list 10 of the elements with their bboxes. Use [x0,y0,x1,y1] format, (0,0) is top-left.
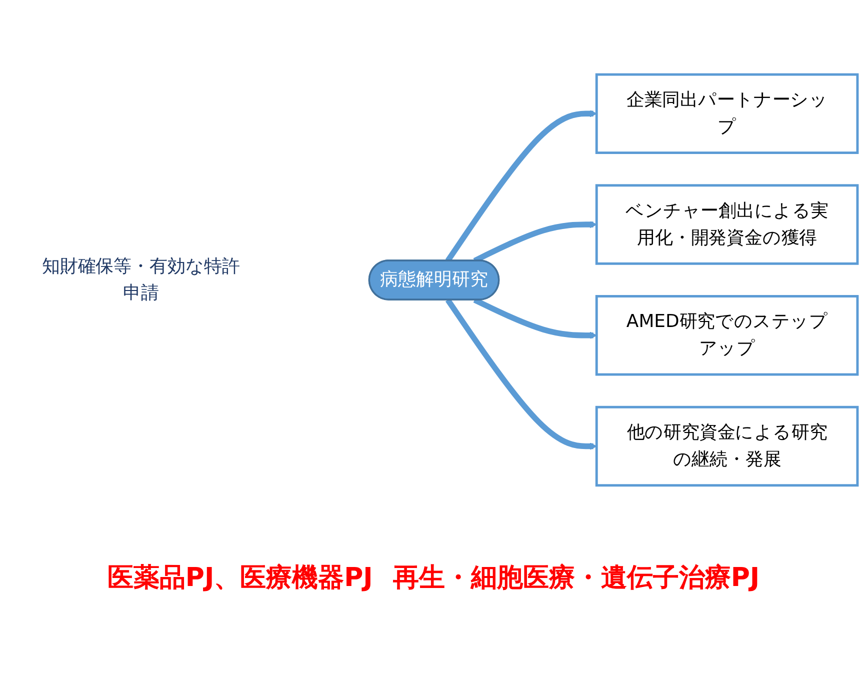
node-box: 他の研究資金による研究の継続・発展 [594,406,858,487]
node-box: AMED研究でのステップアップ [594,295,858,376]
arrow [444,110,596,262]
arrow [472,297,596,339]
note-text: 医薬品PJ、医療機器PJ [107,562,373,595]
arrow [444,298,596,450]
node-text: 知財確保等・有効な特許申請 [41,256,240,304]
node-box: ベンチャー創出による実用化・開発資金の獲得 [594,184,858,265]
note-text: 再生・細胞医療・遺伝子治療PJ [392,562,760,595]
node-box: 企業同出パートナーシップ [594,73,858,154]
